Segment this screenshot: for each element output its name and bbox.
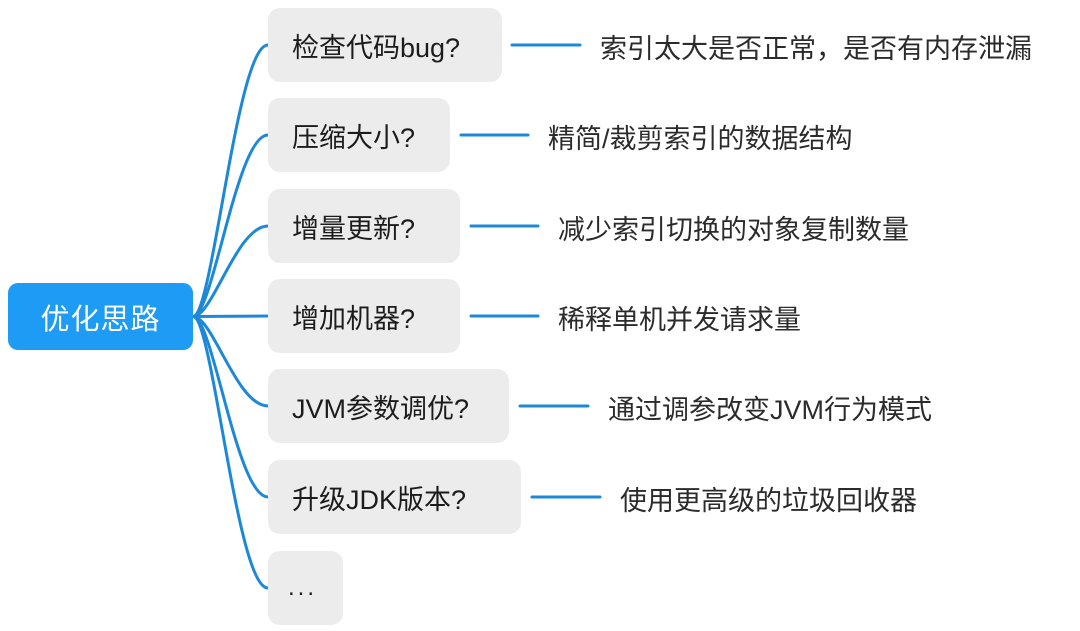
branch-node[interactable]: 升级JDK版本? [268,460,521,534]
branch-node[interactable]: 增量更新? [268,189,460,263]
branch-node-label: ... [288,574,318,601]
branch-connector [191,314,270,318]
root-node-label: 优化思路 [40,303,161,336]
leaf-text: 稀释单机并发请求量 [558,305,801,335]
leaf-text: 精简/裁剪索引的数据结构 [548,124,853,154]
branch-node-label: 增加机器? [292,303,416,334]
branch-node[interactable]: JVM参数调优? [268,369,509,443]
branch-node[interactable]: 增加机器? [268,279,460,353]
branch-node-label: 增量更新? [292,213,416,244]
branch-node-label: JVM参数调优? [292,393,470,424]
leaf-text: 索引太大是否正常，是否有内存泄漏 [600,34,1032,64]
branch-node[interactable]: 压缩大小? [268,98,450,172]
branch-node[interactable]: ... [268,551,343,625]
root-node[interactable]: 优化思路 [8,283,193,350]
branch-node-label: 升级JDK版本? [292,484,467,515]
branch-connector [191,315,270,408]
branch-connector [191,43,270,318]
branch-node[interactable]: 检查代码bug? [268,8,502,82]
branch-node-label: 检查代码bug? [292,32,461,63]
branch-connector [191,133,270,318]
branch-node-label: 压缩大小? [292,122,416,153]
branch-connector [191,224,270,318]
leaf-text: 通过调参改变JVM行为模式 [608,395,932,425]
branch-connector [191,315,270,590]
branch-connector [191,315,270,499]
leaf-text: 减少索引切换的对象复制数量 [558,215,909,245]
leaf-text: 使用更高级的垃圾回收器 [620,486,917,516]
